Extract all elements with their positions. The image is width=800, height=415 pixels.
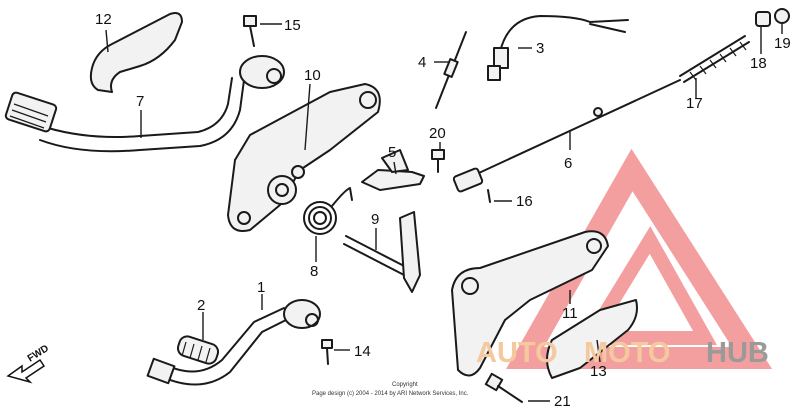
fwd-arrow-icon [6, 358, 46, 384]
label-part-15: 15 [284, 17, 301, 34]
part-16-pin [487, 189, 491, 203]
leader-lines [105, 23, 783, 402]
part-7-brake-pedal [4, 55, 285, 153]
part-19-nut [774, 8, 790, 24]
label-part-19: 19 [774, 35, 791, 52]
part-12-guard-plate [89, 12, 183, 93]
label-part-8: 8 [310, 263, 318, 280]
part-2-shift-rubber [176, 335, 220, 365]
part-1-shift-lever [146, 299, 321, 386]
label-part-4: 4 [418, 54, 426, 71]
part-4-rod [435, 31, 467, 109]
part-13-heel-plate [546, 299, 638, 379]
watermark-hub: HUB [706, 337, 769, 369]
label-part-14: 14 [354, 343, 371, 360]
label-part-17: 17 [686, 95, 703, 112]
label-part-6: 6 [564, 155, 572, 172]
part-number-labels: 12 7 15 10 4 3 5 20 6 17 18 19 16 9 8 1 … [95, 11, 791, 410]
part-7-pivot-boss [239, 55, 285, 89]
part-8-spring [303, 187, 353, 235]
part-17-spring [679, 35, 750, 83]
label-part-12: 12 [95, 11, 112, 28]
watermark-auto: AUTO [476, 337, 558, 369]
part-14-bolt [321, 339, 333, 365]
part-15-bolt [243, 15, 257, 47]
copyright-block: Copyright Page design (c) 2004 - 2014 by… [312, 382, 469, 397]
part-9-shaft [343, 211, 421, 293]
part-3-stop-switch [487, 15, 629, 81]
label-part-18: 18 [750, 55, 767, 72]
part-21-bolt [484, 372, 523, 403]
label-part-21: 21 [554, 393, 571, 410]
part-18-collar [755, 11, 771, 27]
label-part-11: 11 [562, 305, 578, 322]
part-7-pedal-pad [4, 91, 58, 133]
watermark-inner-triangle [577, 226, 717, 345]
part-10-bracket [227, 83, 381, 232]
part-5-switch-tab [381, 149, 409, 173]
part-5-switch-arm [361, 169, 425, 191]
part-20-bolt [431, 149, 445, 173]
part-6-brake-rod [452, 79, 681, 193]
watermark-moto: MOTO [584, 337, 670, 369]
fwd-direction-marker: FWD [6, 343, 51, 384]
label-part-13: 13 [590, 363, 607, 380]
watermark-wordmark: AUTO MOTO HUB [476, 337, 769, 369]
part-11-rear-bracket [451, 230, 609, 377]
copyright-line-1: Copyright [392, 382, 418, 388]
label-part-2: 2 [197, 297, 205, 314]
label-part-7: 7 [136, 93, 144, 110]
label-part-16: 16 [516, 193, 533, 210]
copyright-line-2: Page design (c) 2004 - 2014 by ARI Netwo… [312, 391, 469, 397]
label-part-9: 9 [371, 211, 379, 228]
label-part-1: 1 [257, 279, 265, 296]
label-part-10: 10 [304, 67, 321, 84]
label-part-20: 20 [429, 125, 446, 142]
label-part-3: 3 [536, 40, 544, 57]
label-part-5: 5 [388, 144, 396, 161]
